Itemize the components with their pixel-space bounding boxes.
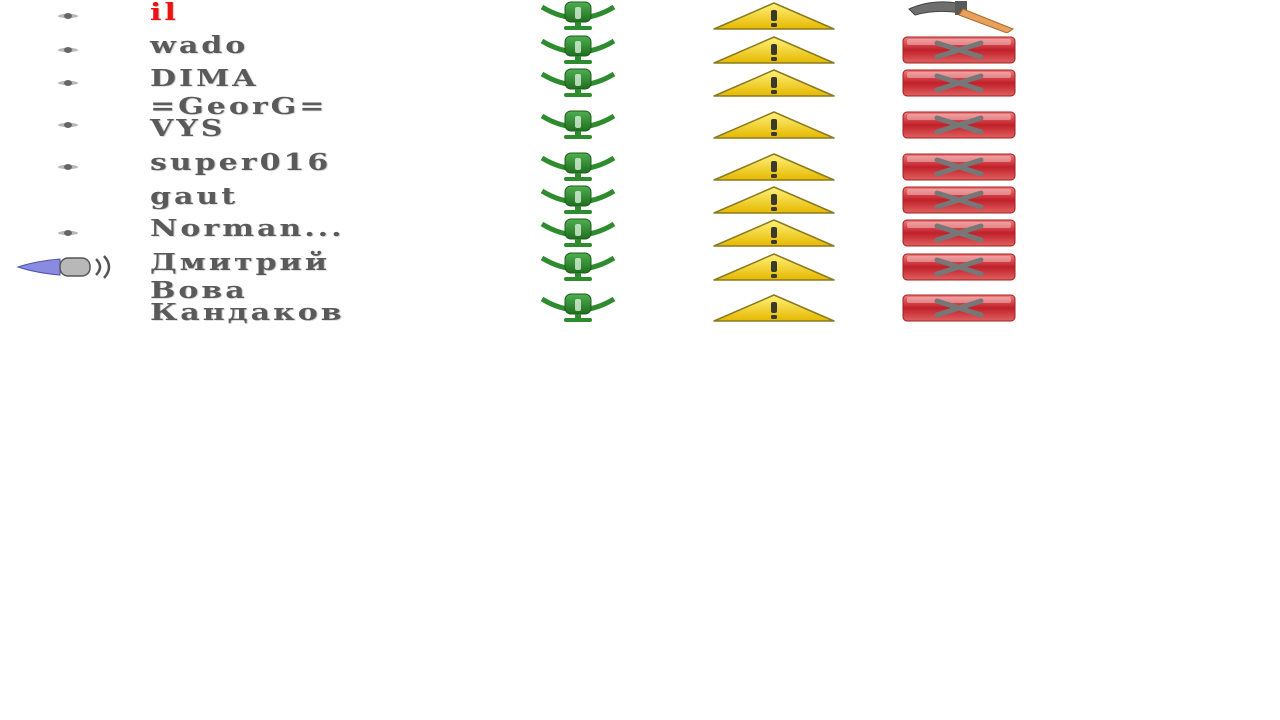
dot-icon — [56, 121, 80, 129]
status-cell — [16, 100, 120, 150]
ban-icon[interactable] — [900, 66, 1018, 100]
status-cell — [16, 284, 120, 332]
dot-icon — [56, 229, 80, 237]
warning-icon[interactable] — [710, 100, 838, 150]
status-cell — [16, 150, 120, 184]
user-name[interactable]: DIMA — [150, 64, 259, 93]
microphone-icon[interactable] — [536, 284, 620, 332]
dot-icon — [56, 12, 80, 20]
speaker-icon — [16, 253, 120, 281]
warning-icon[interactable] — [710, 66, 838, 100]
status-cell — [16, 216, 120, 250]
microphone-icon[interactable] — [536, 0, 620, 32]
dot-icon — [56, 79, 80, 87]
ban-icon[interactable] — [900, 33, 1018, 66]
user-name[interactable]: Вова Кандаков — [150, 276, 345, 327]
warning-icon[interactable] — [710, 33, 838, 66]
status-cell — [16, 250, 120, 284]
warning-icon[interactable] — [710, 184, 838, 216]
ban-icon[interactable] — [900, 284, 1018, 332]
user-row[interactable]: gaut — [0, 184, 1100, 216]
warning-icon[interactable] — [710, 150, 838, 184]
warning-icon[interactable] — [710, 0, 838, 32]
hammer-icon[interactable] — [900, 0, 1018, 33]
user-row[interactable]: Norman... — [0, 216, 1100, 250]
warning-icon[interactable] — [710, 250, 838, 284]
user-name[interactable]: Дмитрий — [150, 248, 331, 277]
user-name[interactable]: il — [150, 0, 179, 27]
status-cell — [16, 66, 120, 100]
user-name[interactable]: =GeorG= VYS — [150, 92, 328, 143]
microphone-icon[interactable] — [536, 250, 620, 284]
microphone-icon[interactable] — [536, 216, 620, 250]
dot-icon — [56, 46, 80, 54]
user-name[interactable]: wado — [150, 31, 249, 60]
ban-icon[interactable] — [900, 250, 1018, 284]
user-row[interactable]: wado — [0, 33, 1100, 66]
status-cell — [16, 33, 120, 66]
user-row[interactable]: Дмитрий — [0, 250, 1100, 284]
user-row[interactable]: DIMA — [0, 66, 1100, 100]
status-cell — [16, 184, 120, 216]
microphone-icon[interactable] — [536, 66, 620, 100]
microphone-icon[interactable] — [536, 33, 620, 66]
warning-icon[interactable] — [710, 216, 838, 250]
microphone-icon[interactable] — [536, 150, 620, 184]
user-row[interactable]: super016 — [0, 150, 1100, 184]
user-row[interactable]: =GeorG= VYS — [0, 95, 1100, 150]
status-cell — [16, 0, 120, 32]
user-row[interactable]: Вова Кандаков — [0, 279, 1100, 332]
microphone-icon[interactable] — [536, 100, 620, 150]
dot-icon — [56, 163, 80, 171]
ban-icon[interactable] — [900, 216, 1018, 250]
microphone-icon[interactable] — [536, 184, 620, 216]
ban-icon[interactable] — [900, 184, 1018, 216]
user-name[interactable]: gaut — [150, 182, 239, 211]
ban-icon[interactable] — [900, 150, 1018, 184]
user-row[interactable]: il — [0, 0, 1100, 33]
ban-icon[interactable] — [900, 100, 1018, 150]
warning-icon[interactable] — [710, 284, 838, 332]
user-name[interactable]: Norman... — [150, 214, 345, 243]
user-name[interactable]: super016 — [150, 148, 332, 177]
